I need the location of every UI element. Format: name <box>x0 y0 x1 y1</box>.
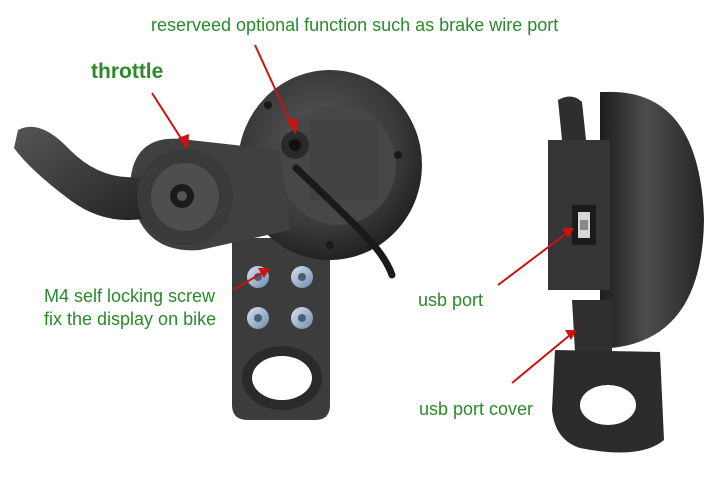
label-usb-port-cover: usb port cover <box>419 399 534 419</box>
brake-wire-cable <box>292 164 396 279</box>
m4-bolt-top-right <box>291 266 313 288</box>
arrow-usb-cover <box>511 334 571 384</box>
arrow-throttle <box>151 92 185 144</box>
label-m4-screw-line2: fix the display on bike <box>44 309 217 329</box>
label-throttle: throttle <box>91 60 164 83</box>
right-display-drum <box>600 91 704 348</box>
arrow-screw <box>232 272 263 291</box>
arrows <box>151 44 577 384</box>
left-clamp-opening <box>252 356 312 400</box>
label-m4-screw-line1: M4 self locking screw <box>44 286 216 306</box>
arrow-usb-port <box>497 232 568 286</box>
label-usb-port: usb port <box>418 290 484 310</box>
m4-bolt-bottom-left <box>247 307 269 329</box>
label-reserved-function: reserveed optional function such as brak… <box>151 15 559 35</box>
right-device <box>548 91 704 453</box>
m4-bolt-bottom-right <box>291 307 313 329</box>
right-clamp-opening <box>580 385 636 425</box>
usb-port-cover <box>572 300 612 352</box>
throttle-lever <box>14 126 160 220</box>
arrow-reserved <box>254 44 294 129</box>
left-device <box>14 70 422 420</box>
